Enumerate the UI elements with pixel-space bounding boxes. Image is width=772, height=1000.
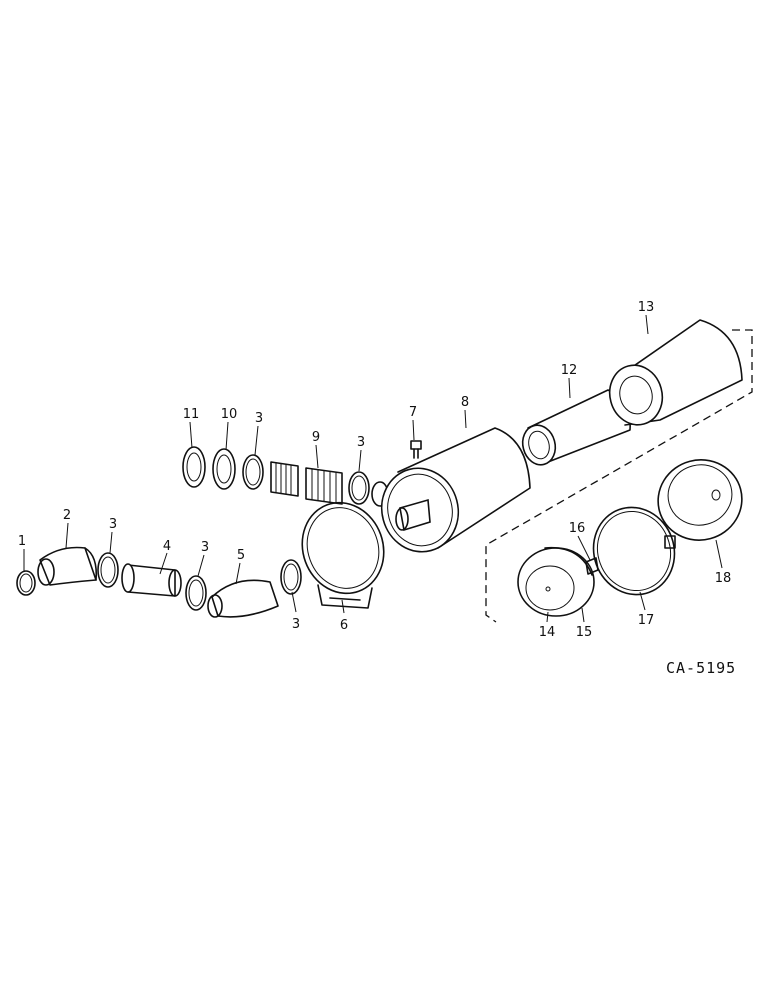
- part-3-clamp-d: [242, 454, 264, 490]
- part-11-cap: [182, 446, 206, 488]
- part-14-15-dust-cup: [517, 546, 595, 617]
- drawing-code: CA-5195: [666, 659, 736, 677]
- part-10-seal: [212, 448, 236, 490]
- callout-3: 3: [201, 540, 209, 555]
- callout-10: 10: [221, 407, 238, 422]
- part-3-clamp-b: [185, 575, 207, 611]
- callout-9: 9: [312, 430, 320, 445]
- part-17-clamp-ring: [592, 506, 676, 596]
- part-5-hose: [207, 579, 279, 618]
- part-8-cleaner-body: [380, 427, 531, 553]
- callout-15: 15: [576, 625, 593, 640]
- callout-17: 17: [638, 613, 655, 628]
- callout-5: 5: [237, 548, 245, 563]
- callout-3: 3: [292, 617, 300, 632]
- callout-18: 18: [715, 571, 732, 586]
- callout-2: 2: [63, 508, 71, 523]
- callout-6: 6: [340, 618, 348, 633]
- callout-13: 13: [638, 300, 655, 315]
- part-7-cap-screw: [410, 440, 422, 459]
- callout-14: 14: [539, 625, 556, 640]
- part-6-mounting-band: [301, 501, 385, 609]
- part-3-clamp-c: [280, 559, 302, 595]
- callout-8: 8: [461, 395, 469, 410]
- part-9-flex-hose: [270, 461, 343, 505]
- callout-7: 7: [409, 405, 417, 420]
- callout-3: 3: [109, 517, 117, 532]
- callout-12: 12: [561, 363, 578, 378]
- part-2-elbow: [37, 546, 98, 586]
- part-3-clamp-a: [97, 552, 119, 588]
- part-16-wing-nut: [585, 557, 599, 575]
- callout-labels: 1 2 3 4 3 5 3 6 11 10 3 9 3 7 8 12 13 16…: [18, 300, 731, 640]
- callout-11: 11: [183, 407, 200, 422]
- part-1-hose-clamp: [16, 570, 36, 596]
- callout-3: 3: [255, 411, 263, 426]
- part-3-clamp-e: [348, 471, 370, 505]
- group-bracket: [485, 329, 753, 623]
- callout-3: 3: [357, 435, 365, 450]
- callout-16: 16: [569, 521, 586, 536]
- callout-1: 1: [18, 534, 26, 549]
- part-13-primary-element: [608, 319, 743, 426]
- callout-4: 4: [163, 539, 171, 554]
- part-18-cover: [657, 459, 743, 541]
- leader-lines: [23, 314, 723, 623]
- part-4-connector: [121, 563, 182, 597]
